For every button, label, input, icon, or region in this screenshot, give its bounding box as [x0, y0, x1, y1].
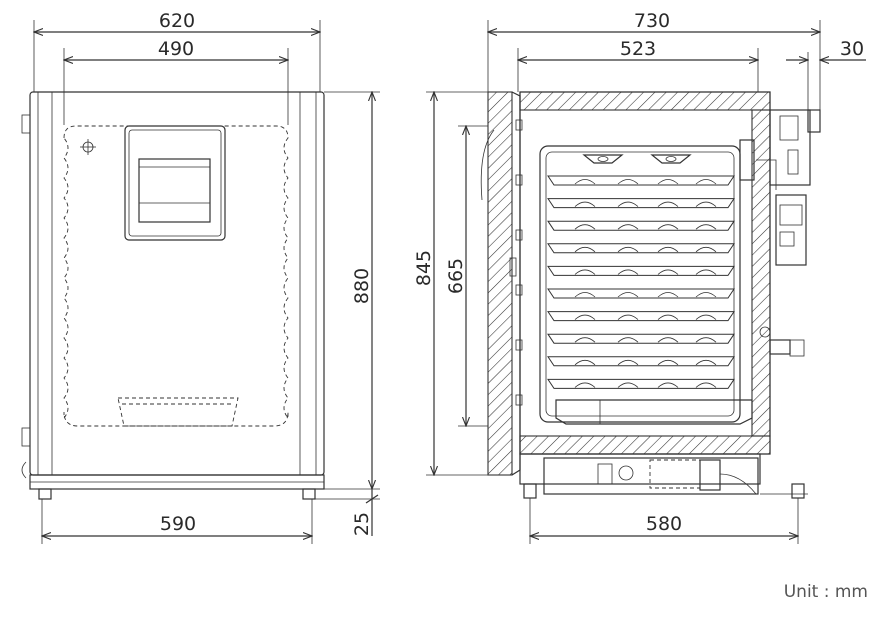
shelf-vent: [657, 337, 679, 343]
side-height-inner-label: 665: [445, 258, 467, 294]
shelf: [547, 356, 735, 367]
bottom-insulation: [519, 435, 771, 455]
side-depth-inner-label: 523: [620, 38, 656, 60]
shelf-vent: [574, 224, 596, 230]
shelf-vent: [695, 337, 717, 343]
shelf-vent: [617, 314, 639, 320]
shelf-vent: [657, 292, 679, 298]
side-view: 730 523 30: [413, 10, 866, 544]
handle-depth-label: 30: [840, 38, 864, 60]
front-width-outer-label: 620: [159, 10, 195, 32]
side-water-tray: [555, 399, 753, 425]
shelf-vent: [574, 179, 596, 185]
shelf-vent: [617, 201, 639, 207]
shelf-vent: [657, 246, 679, 253]
shelf-vent: [574, 246, 596, 253]
shelf-vent: [695, 179, 717, 185]
shelf-vent: [657, 179, 679, 185]
shelf-vent: [574, 292, 596, 298]
shelf-vent: [617, 292, 639, 298]
unit-label: Unit : mm: [784, 582, 868, 602]
shelf-vent: [657, 224, 679, 230]
shelves: [547, 175, 735, 389]
shelf-vent: [574, 269, 596, 275]
shelf: [547, 288, 735, 299]
shelf-vent: [695, 269, 717, 275]
shelf: [547, 220, 735, 231]
shelf-vent: [617, 269, 639, 275]
front-width-inner-label: 490: [158, 38, 194, 60]
crosshair-icon: [80, 139, 96, 155]
control-panel: [124, 125, 226, 241]
shelf-vent: [657, 269, 679, 275]
shelf: [547, 311, 735, 322]
shelf-vent: [574, 359, 596, 366]
side-front-foot: [523, 483, 537, 499]
front-right-foot: [302, 488, 316, 500]
side-depth-outer-label: 730: [634, 10, 670, 32]
shelf-vent: [574, 201, 596, 207]
foot-height-label: 25: [351, 512, 373, 536]
door-insulation: [487, 91, 513, 476]
front-base-width-label: 590: [160, 513, 196, 535]
inner-door-outline: [63, 125, 289, 427]
front-view: 620 490: [21, 10, 380, 544]
shelf-vent: [617, 359, 639, 366]
rear-equipment: [739, 109, 821, 357]
door-hinges: [509, 119, 523, 406]
shelf-vent: [695, 314, 717, 320]
shelf-vent: [617, 337, 639, 343]
water-tray: [117, 397, 239, 427]
top-insulation: [519, 91, 771, 111]
shelf-vent: [657, 382, 679, 388]
back-insulation: [751, 109, 771, 437]
shelf: [547, 175, 735, 186]
shelf: [547, 333, 735, 344]
inner-chamber: [539, 145, 741, 423]
shelf-vent: [574, 337, 596, 343]
shelf-vent: [617, 246, 639, 253]
shelf: [547, 378, 735, 389]
bottom-compartment: [519, 453, 808, 499]
shelf-vent: [695, 224, 717, 230]
shelf: [547, 265, 735, 276]
front-left-foot: [38, 488, 52, 500]
display-screen: [138, 158, 211, 223]
shelf-vent: [695, 246, 717, 253]
side-rear-foot: [791, 483, 805, 499]
shelf: [547, 243, 735, 254]
shelf-vent: [617, 179, 639, 185]
shelf-vent: [617, 382, 639, 388]
shelf-vent: [617, 224, 639, 230]
front-body: [29, 91, 325, 476]
shelf: [547, 198, 735, 209]
shelf-vent: [695, 359, 717, 366]
shelf-vent: [657, 314, 679, 320]
shelf-vent: [574, 314, 596, 320]
shelf-vent: [695, 201, 717, 207]
shelf-vent: [657, 359, 679, 366]
side-height-outer-label: 845: [413, 250, 435, 286]
shelf-vent: [657, 201, 679, 207]
shelf-vent: [695, 292, 717, 298]
front-height-label: 880: [351, 268, 373, 304]
shelf-vent: [695, 382, 717, 388]
side-base-depth-label: 580: [646, 513, 682, 535]
fan-icon: [582, 154, 692, 164]
shelf-vent: [574, 382, 596, 388]
